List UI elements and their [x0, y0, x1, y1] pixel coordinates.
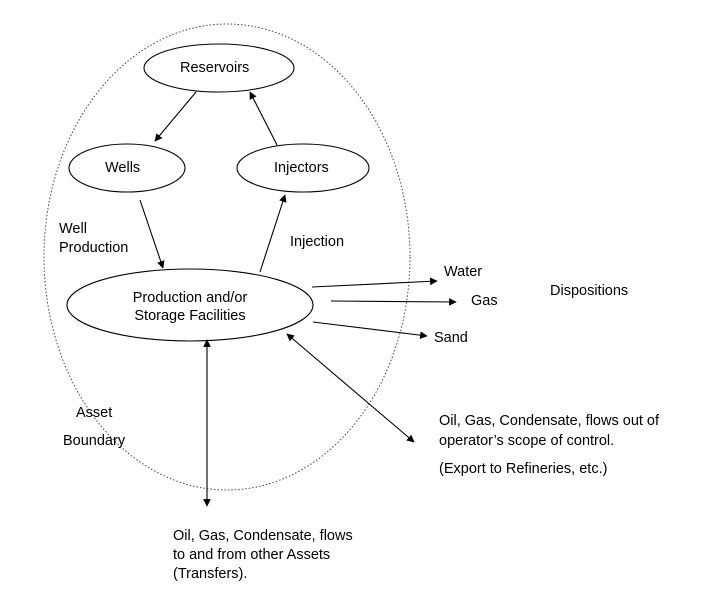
wells-node — [68, 143, 186, 193]
gas-label: Gas — [471, 293, 498, 309]
asset-boundary-label-line2: Boundary — [63, 433, 126, 449]
transfer-note-line2: to and from other Assets — [173, 547, 331, 563]
water-arrow — [311, 277, 438, 288]
injectors-label: Injectors — [274, 160, 329, 176]
wells-to-facilities-arrow — [139, 199, 165, 269]
water-label: Water — [444, 264, 483, 280]
reservoirs-to-wells-arrow — [154, 91, 197, 142]
reservoirs-node — [143, 43, 295, 93]
asset-boundary-ellipse — [43, 23, 411, 491]
reservoirs-label: Reservoirs — [180, 60, 250, 76]
facilities-node — [66, 268, 314, 342]
gas-arrow — [330, 298, 457, 306]
export-double-arrow — [286, 333, 415, 443]
transfer-note-line3: (Transfers). — [173, 566, 248, 582]
injection-label: Injection — [290, 234, 345, 250]
dispositions-label: Dispositions — [550, 283, 629, 299]
well-production-label-line2: Production — [59, 240, 129, 256]
sand-label: Sand — [434, 330, 468, 346]
asset-boundary-label-line1: Asset — [76, 405, 113, 421]
facilities-label-line2: Storage Facilities — [134, 308, 246, 324]
export-note-line2: operator’s scope of control. — [439, 433, 615, 449]
transfer-note-line1: Oil, Gas, Condensate, flows — [173, 528, 353, 544]
injectors-node — [236, 143, 370, 193]
wells-label: Wells — [105, 160, 141, 176]
injectors-to-reservoirs-arrow — [249, 91, 278, 146]
well-production-label-line1: Well — [59, 221, 87, 237]
export-note-line1: Oil, Gas, Condensate, flows out of — [439, 413, 660, 429]
facilities-to-injectors-arrow — [259, 194, 287, 273]
export-note-line3: (Export to Refineries, etc.) — [439, 461, 608, 477]
facilities-label-line1: Production and/or — [132, 290, 248, 306]
sand-arrow — [312, 321, 428, 339]
